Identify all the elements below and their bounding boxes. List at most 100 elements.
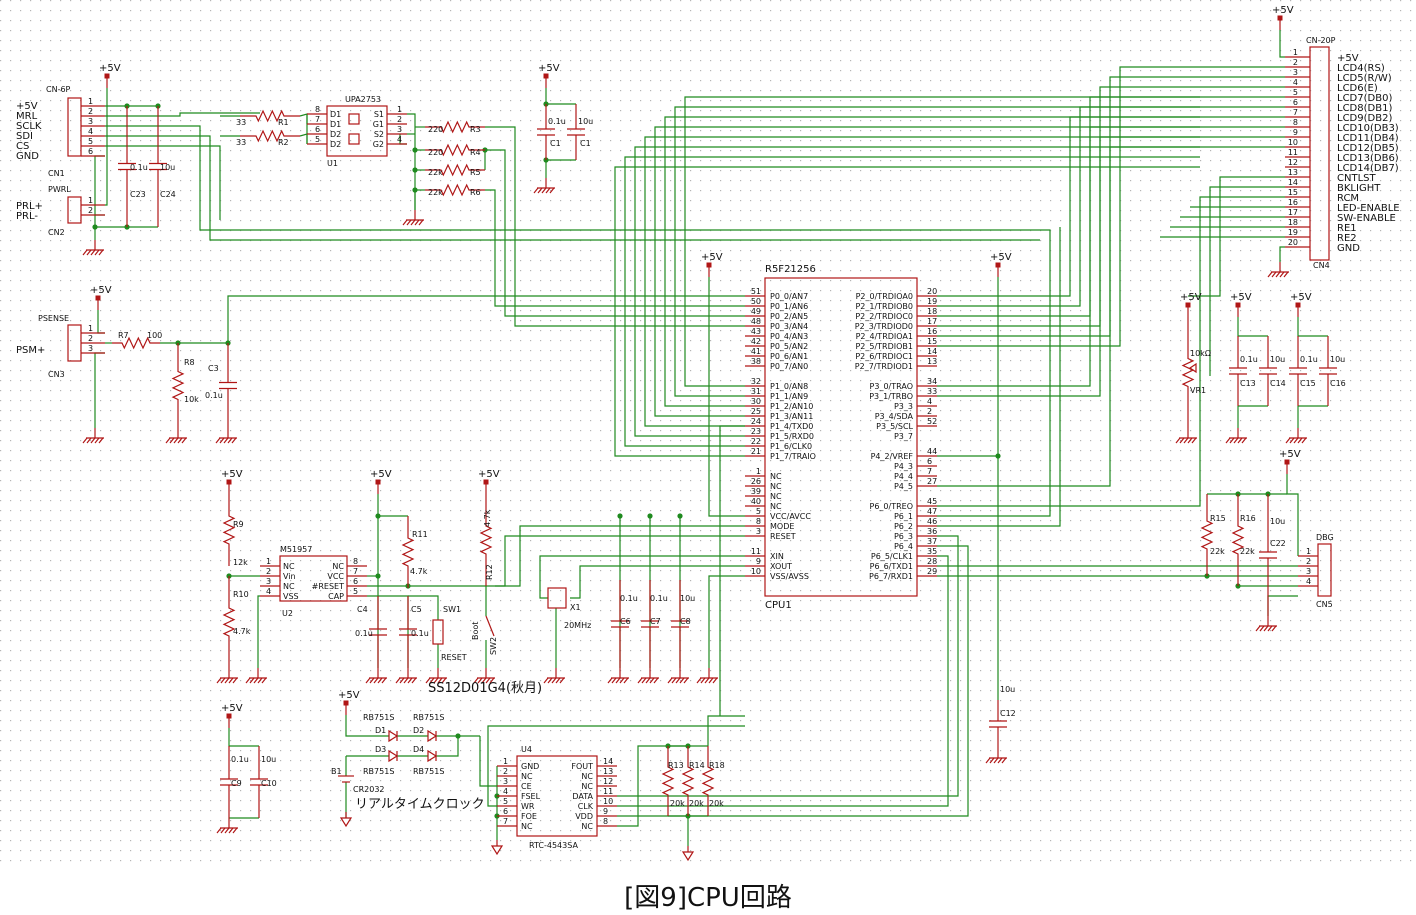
cpu-pin-label: NC	[770, 472, 782, 481]
cpu-pin-number: 17	[927, 317, 937, 326]
cpu-pin-label: NC	[770, 502, 782, 511]
cpu-pin-number: 49	[751, 307, 761, 316]
u1-pin-label: D1	[330, 120, 341, 129]
cn1-pin-number: 1	[88, 97, 93, 106]
cn4-pin-label: GND	[1337, 243, 1360, 254]
vcc-label: +5V	[1180, 292, 1202, 303]
cpu-pin-label: P4_3	[894, 462, 913, 471]
c4-value: 0.1u	[355, 629, 373, 638]
cpu-pin-number: 51	[751, 287, 761, 296]
wire	[634, 146, 1200, 437]
cpu-pin-label: NC	[770, 482, 782, 491]
cpu-pin-number: 42	[751, 337, 761, 346]
b1-ref: B1	[331, 767, 342, 776]
vcc-label: +5V	[1290, 292, 1312, 303]
resistor-symbol	[240, 109, 300, 123]
vcc-5v-symbol: +5V	[1272, 5, 1294, 30]
cpu-pin-label: P2_5/TRDIOB1	[855, 342, 913, 351]
c3-value: 0.1u	[205, 391, 223, 400]
cpu-pin-number: 18	[927, 307, 937, 316]
u4-ref: U4	[521, 745, 532, 754]
vcc-label: +5V	[99, 63, 121, 74]
wire	[937, 237, 1051, 517]
vcc-5v-symbol: +5V	[538, 63, 560, 88]
u2-pin-number: 8	[353, 557, 358, 566]
cn4-pin-label: +5V	[1337, 53, 1359, 64]
u4-pin-number: 7	[503, 817, 508, 826]
pushbutton-icon[interactable]	[432, 619, 444, 645]
cn4-pin-number: 4	[1293, 78, 1298, 87]
u1-pin-label: G2	[373, 140, 384, 149]
cpu-pin-number: 7	[927, 467, 932, 476]
wire	[539, 555, 745, 599]
cpu-pin-label: P0_1/AN6	[770, 302, 808, 311]
cpu-pin-number: 39	[751, 487, 761, 496]
cn4-pin-label: RE1	[1337, 223, 1357, 234]
capacitor-symbol	[1289, 336, 1307, 406]
c14-value: 10u	[1270, 355, 1285, 364]
cn4-pin-number: 15	[1288, 188, 1298, 197]
u4-pin-number: 1	[503, 757, 508, 766]
cpu-pin-number: 44	[927, 447, 937, 456]
cn4-pin-label: LCD14(DB7)	[1337, 163, 1399, 174]
cpu-pin-label: P0_2/AN5	[770, 312, 808, 321]
cn3-pin-number: 2	[88, 334, 93, 343]
wire	[617, 535, 959, 797]
u4-pin-number: 4	[503, 787, 508, 796]
cpu-pin-label: P6_4	[894, 542, 913, 551]
cpu-pin-label: P3_4/SDA	[875, 412, 914, 421]
u4-pin-label: FSEL	[521, 792, 541, 801]
u2-pin-number: 7	[353, 567, 358, 576]
c1b-value: 10u	[578, 117, 593, 126]
u4-pin-number: 6	[503, 807, 508, 816]
wire	[407, 113, 416, 210]
vcc-5v-symbol: +5V	[221, 703, 243, 728]
d4-ref: D4	[413, 745, 424, 754]
wire-layer	[92, 30, 1328, 846]
vcc-label: +5V	[1272, 5, 1294, 16]
cpu-pin-number: 14	[927, 347, 937, 356]
wire	[105, 106, 108, 206]
r8-value: 10k	[184, 395, 199, 404]
cpu-pin-number: 22	[751, 437, 761, 446]
u4-pin-label: NC	[521, 772, 533, 781]
cn4-pin-number: 13	[1288, 168, 1298, 177]
wire	[937, 66, 1285, 347]
toggle-switch-icon[interactable]	[485, 615, 495, 637]
u1-pin-label: S2	[374, 130, 384, 139]
c10-value: 10u	[261, 755, 276, 764]
cn1-pin-number: 4	[88, 127, 93, 136]
cn4-pin-number: 1	[1293, 48, 1298, 57]
cn1-pin-label: MRL	[16, 111, 38, 122]
vcc-label: +5V	[221, 703, 243, 714]
cpu-pin-label: P2_7/TRDIOD1	[855, 362, 913, 371]
u4-pin-label: NC	[581, 822, 593, 831]
ground-symbol	[216, 668, 238, 684]
wire	[937, 227, 1061, 527]
u1-pin-number: 7	[315, 115, 320, 124]
cpu-pin-label: P0_3/AN4	[770, 322, 808, 331]
cn4-pin-number: 17	[1288, 208, 1298, 217]
wire	[674, 106, 1200, 397]
sw2-ref: SW2	[489, 637, 498, 655]
resistor-symbol	[425, 143, 485, 157]
u1-pin-label: G1	[373, 120, 384, 129]
vcc-5v-symbol: +5V	[1279, 449, 1301, 474]
u4-pin-number: 2	[503, 767, 508, 776]
u2-pin-number: 4	[266, 587, 271, 596]
cn3-pin-number: 3	[88, 344, 93, 353]
u4-pin-number: 9	[603, 807, 608, 816]
cpu-pin-label: P0_0/AN7	[770, 292, 808, 301]
u4-pin-label: CE	[521, 782, 532, 791]
u2-pin-number: 6	[353, 577, 358, 586]
wire	[654, 126, 1200, 417]
cn4-pin-label: LED-ENABLE	[1337, 203, 1400, 214]
resistor-symbol	[1181, 317, 1195, 428]
wire	[487, 725, 745, 807]
d3-part: RB751S	[363, 767, 394, 776]
u2-ref: U2	[282, 609, 293, 618]
u1-pin-label: D2	[330, 140, 341, 149]
c7-value: 0.1u	[650, 594, 668, 603]
u1-pin-number: 5	[315, 135, 320, 144]
u2-pin-label: NC	[283, 562, 295, 571]
